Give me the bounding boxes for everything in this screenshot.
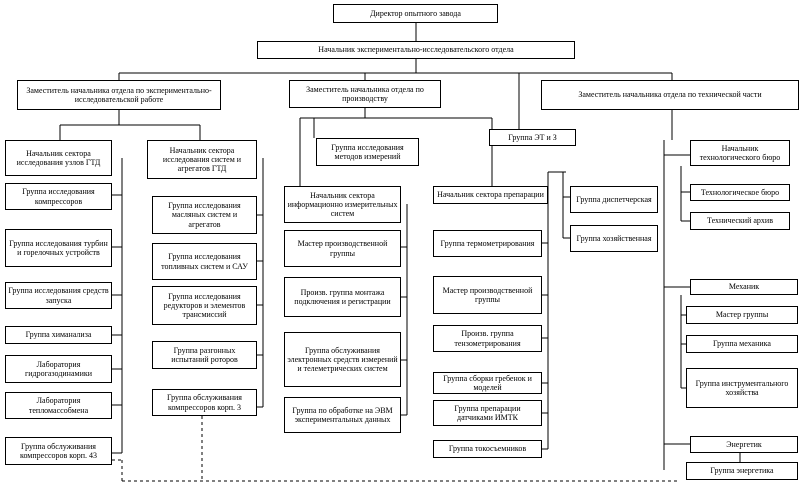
group-mechanic-box: Группа механика (686, 335, 798, 353)
group-comb-label: Группа сборки гребенок и моделей (443, 373, 532, 392)
deputy-production-box: Заместитель начальника отдела по произво… (289, 80, 441, 108)
energetic-box: Энергетик (690, 436, 798, 453)
group-chemistry-box: Группа химанализа (5, 326, 112, 344)
group-compressors-box: Группа исследования компрессоров (5, 183, 112, 210)
archive-label: Технический архив (707, 216, 773, 226)
department-head-box: Начальник экспериментально-исследователь… (257, 41, 575, 59)
group-dispatch-box: Группа диспетчерская (570, 186, 658, 213)
sector-units-label: Начальник сектора исследования узлов ГТД (16, 148, 101, 167)
energetic-label: Энергетик (726, 439, 762, 449)
archive-box: Технический архив (690, 212, 790, 230)
sector-systems-label: Начальник сектора исследования систем и … (162, 145, 242, 174)
group-dispatch-label: Группа диспетчерская (576, 194, 652, 204)
sector-prep-label: Начальник сектора препарации (437, 190, 544, 200)
group-household-box: Группа хозяйственная (570, 225, 658, 252)
group-fuel-box: Группа исследования топливных систем и С… (152, 243, 257, 280)
lab-hydro-label: Лаборатория гидрогазодинамики (24, 359, 93, 378)
group-current-box: Группа токосъемников (433, 440, 542, 458)
group-tenso-label: Произв. группа тензометрирования (454, 329, 521, 348)
group-imtk-label: Группа препарации датчиками ИМТК (454, 403, 521, 422)
group-imtk-box: Группа препарации датчиками ИМТК (433, 400, 542, 426)
group-et-label: Группа ЭТ и З (508, 132, 557, 142)
group-tools-box: Группа инструментального хозяйства (686, 368, 798, 408)
group-compressors-label: Группа исследования компрессоров (22, 187, 95, 206)
group-startup-box: Группа исследования средств запуска (5, 282, 112, 309)
group-energetic-label: Группа энергетика (710, 466, 774, 476)
master-production-label: Мастер производственной группы (297, 239, 388, 258)
sector-info-box: Начальник сектора информационно измерите… (284, 186, 401, 223)
sector-systems-box: Начальник сектора исследования систем и … (147, 140, 257, 179)
group-mounting-label: Произв. группа монтажа подключения и рег… (294, 287, 391, 306)
group-turbines-label: Группа исследования турбин и горелочных … (9, 238, 108, 257)
group-computing-box: Группа по обработке на ЭВМ экспериментал… (284, 397, 401, 433)
master-production2-box: Мастер производственной группы (433, 276, 542, 314)
director-label: Директор опытного завода (370, 8, 461, 18)
group-fuel-label: Группа исследования топливных систем и С… (161, 252, 248, 271)
group-methods-label: Группа исследования методов измерений (331, 142, 404, 161)
group-service43-label: Группа обслуживания компрессоров корп. 4… (19, 441, 98, 460)
group-chemistry-label: Группа химанализа (25, 330, 92, 340)
group-computing-label: Группа по обработке на ЭВМ экспериментал… (292, 405, 393, 424)
master-group-box: Мастер группы (686, 306, 798, 324)
master-production-box: Мастер производственной группы (284, 230, 401, 267)
bureau-tech-label: Технологическое бюро (700, 187, 780, 197)
sector-units-box: Начальник сектора исследования узлов ГТД (5, 140, 112, 176)
group-turbines-box: Группа исследования турбин и горелочных … (5, 229, 112, 267)
group-mounting-box: Произв. группа монтажа подключения и рег… (284, 277, 401, 317)
group-reducers-box: Группа исследования редукторов и элемент… (152, 286, 257, 325)
group-et-box: Группа ЭТ и З (489, 129, 576, 146)
group-thermo-label: Группа термометрирования (440, 238, 535, 248)
group-tools-label: Группа инструментального хозяйства (695, 378, 789, 397)
department-head-label: Начальник экспериментально-исследователь… (318, 45, 514, 55)
group-rotors-box: Группа разгонных испытаний роторов (152, 341, 257, 369)
group-service43-box: Группа обслуживания компрессоров корп. 4… (5, 437, 112, 465)
group-service3-label: Группа обслуживания компрессоров корп. 3 (167, 393, 242, 412)
lab-hydro-box: Лаборатория гидрогазодинамики (5, 355, 112, 383)
group-service3-box: Группа обслуживания компрессоров корп. 3 (152, 389, 257, 416)
group-methods-box: Группа исследования методов измерений (316, 138, 419, 166)
master-production2-label: Мастер производственной группы (442, 285, 533, 304)
group-reducers-label: Группа исследования редукторов и элемент… (163, 291, 246, 320)
mechanic-box: Механик (690, 279, 798, 295)
group-oil-box: Группа исследования масляных систем и аг… (152, 196, 257, 234)
lab-heat-label: Лаборатория тепломассобмена (28, 396, 89, 415)
group-energetic-box: Группа энергетика (686, 462, 798, 480)
group-thermo-box: Группа термометрирования (433, 230, 542, 257)
group-rotors-label: Группа разгонных испытаний роторов (171, 345, 238, 364)
deputy-experimental-box: Заместитель начальника отдела по экспери… (17, 80, 221, 110)
group-comb-box: Группа сборки гребенок и моделей (433, 372, 542, 394)
bureau-head-box: Начальник технологического бюро (690, 140, 790, 166)
group-electronics-box: Группа обслуживания электронных средств … (284, 332, 401, 387)
mechanic-label: Механик (728, 282, 760, 292)
bureau-head-label: Начальник технологического бюро (699, 143, 781, 162)
bureau-tech-box: Технологическое бюро (690, 184, 790, 201)
group-electronics-label: Группа обслуживания электронных средств … (287, 345, 398, 374)
sector-info-label: Начальник сектора информационно измерите… (287, 190, 398, 219)
sector-prep-box: Начальник сектора препарации (433, 186, 548, 204)
group-startup-label: Группа исследования средств запуска (8, 286, 109, 305)
group-oil-label: Группа исследования масляных систем и аг… (168, 201, 241, 229)
group-mechanic-label: Группа механика (713, 339, 771, 349)
deputy-production-label: Заместитель начальника отдела по произво… (306, 84, 424, 103)
deputy-experimental-label: Заместитель начальника отдела по экспери… (26, 85, 212, 104)
lab-heat-box: Лаборатория тепломассобмена (5, 392, 112, 419)
deputy-technical-box: Заместитель начальника отдела по техниче… (541, 80, 799, 110)
director-box: Директор опытного завода (333, 4, 498, 23)
group-tenso-box: Произв. группа тензометрирования (433, 325, 542, 352)
master-group-label: Мастер группы (715, 310, 769, 320)
group-household-label: Группа хозяйственная (576, 233, 652, 243)
deputy-technical-label: Заместитель начальника отдела по техниче… (578, 90, 762, 100)
group-current-label: Группа токосъемников (448, 444, 527, 454)
